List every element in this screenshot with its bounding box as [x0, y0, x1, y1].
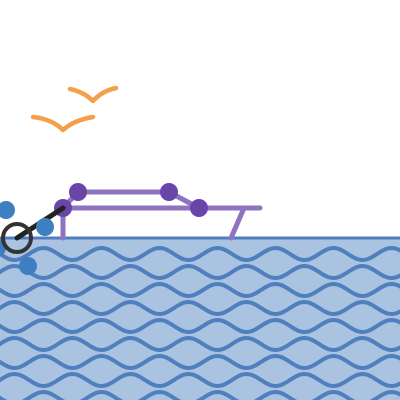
tool-node-handle[interactable]: [0, 201, 15, 219]
boat-vertex-handle[interactable]: [190, 199, 208, 217]
wave-line: [0, 353, 400, 371]
wave-line: [0, 371, 400, 389]
boat-cabin[interactable]: [60, 189, 202, 211]
wave-line: [0, 281, 400, 299]
boat-vertex-handle[interactable]: [69, 183, 87, 201]
sea: [0, 236, 400, 400]
tool-node-handle[interactable]: [19, 257, 37, 275]
boat-vertices[interactable]: [54, 183, 208, 217]
wave-line: [0, 317, 400, 335]
wave-line: [0, 335, 400, 353]
crosshair-handle-icon[interactable]: [0, 201, 66, 275]
tool-node-handle[interactable]: [36, 218, 54, 236]
bird-1: [67, 85, 119, 104]
boat-vertex-handle[interactable]: [160, 183, 178, 201]
wave-line: [0, 245, 400, 263]
bird-2: [30, 114, 96, 133]
sea-water: [0, 238, 400, 400]
birds: [30, 85, 119, 133]
boat-stern[interactable]: [228, 205, 247, 241]
boat[interactable]: [60, 189, 263, 241]
tool-ring[interactable]: [1, 222, 33, 254]
wave-line: [0, 299, 400, 317]
